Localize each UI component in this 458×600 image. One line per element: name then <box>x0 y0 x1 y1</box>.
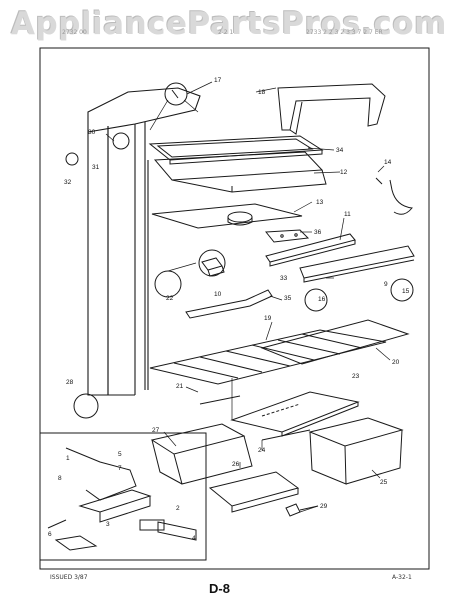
callout-labels: 1234567891011121314151617181920212223242… <box>48 77 410 542</box>
clip-10 <box>201 257 225 277</box>
callout-label-36: 36 <box>314 229 322 236</box>
detail-circle-16 <box>304 288 328 312</box>
crisper-support-35 <box>185 289 273 319</box>
callout-label-20: 20 <box>392 359 400 366</box>
callout-label-33: 33 <box>280 275 288 282</box>
detail-circle-22 <box>154 270 182 298</box>
wire-harness-14 <box>375 177 413 215</box>
callout-label-14: 14 <box>384 159 392 166</box>
callout-label-10: 10 <box>214 291 222 298</box>
issued-date: ISSUED 3/87 <box>50 574 88 581</box>
callout-label-1: 1 <box>66 455 70 462</box>
callout-label-21: 21 <box>176 383 184 390</box>
ice-scoop-29 <box>285 503 319 517</box>
callout-label-4: 4 <box>192 535 196 542</box>
callout-label-18: 18 <box>258 89 266 96</box>
callout-label-5: 5 <box>118 451 122 458</box>
wire-shelf-20 <box>260 319 410 365</box>
header-mid-code: 2 2 1 <box>218 29 234 36</box>
callout-label-16: 16 <box>318 296 326 303</box>
wire-shelf-19 <box>149 329 387 385</box>
divider-panel-13 <box>151 203 303 229</box>
detail-circle-15 <box>390 278 414 302</box>
door-bin-27 <box>150 423 253 485</box>
page-number: D-8 <box>209 581 230 596</box>
shelf-trim-21 <box>199 395 241 405</box>
watermark: AppliancePartsPros.com <box>11 6 447 42</box>
detail-circle-30 <box>112 132 130 150</box>
callout-label-6: 6 <box>48 531 52 538</box>
callout-label-32: 32 <box>64 179 72 186</box>
freezer-shelf-34 <box>148 135 324 165</box>
callout-label-22: 22 <box>166 295 174 302</box>
callout-label-34: 34 <box>336 147 344 154</box>
callout-label-31: 31 <box>92 164 100 171</box>
callout-label-26: 26 <box>232 461 240 468</box>
callout-label-19: 19 <box>264 315 272 322</box>
callout-label-29: 29 <box>320 503 328 510</box>
shelf-rail-11 <box>265 233 356 267</box>
glass-shelf-23 <box>230 391 360 437</box>
refrigerator-cabinet <box>87 87 201 396</box>
callout-label-3: 3 <box>106 521 110 528</box>
control-inset-box <box>39 432 207 561</box>
control-cover-18 <box>277 83 386 135</box>
ice-tray-26 <box>208 471 300 513</box>
shelf-rail-33 <box>299 245 415 283</box>
leader-lines <box>105 81 391 513</box>
callout-label-24: 24 <box>258 447 266 454</box>
diagram-frame <box>39 47 430 570</box>
detail-circle-10 <box>198 249 226 277</box>
callout-label-9: 9 <box>384 281 388 288</box>
callout-label-13: 13 <box>316 199 324 206</box>
diagram-code: A-32-1 <box>392 574 412 581</box>
callout-label-17: 17 <box>214 77 222 84</box>
callout-label-30: 30 <box>88 129 96 136</box>
callout-label-28: 28 <box>66 379 74 386</box>
bracket-36 <box>265 229 310 243</box>
crisper-drawer-25 <box>308 417 404 485</box>
header-left-code: 2732 00 <box>62 29 87 36</box>
callout-label-25: 25 <box>380 479 388 486</box>
drip-tray-12 <box>153 151 327 193</box>
detail-circle-28 <box>73 393 99 419</box>
detail-circle-17 <box>164 82 188 106</box>
callout-label-23: 23 <box>352 373 360 380</box>
callout-label-8: 8 <box>58 475 62 482</box>
callout-label-7: 7 <box>118 465 122 472</box>
detail-circle-32 <box>65 152 79 166</box>
header-right-code: 2733 2 2 3 2 3 3 7 2 7 ER <box>306 29 383 36</box>
callout-label-27: 27 <box>152 427 160 434</box>
callout-label-12: 12 <box>340 169 348 176</box>
callout-label-15: 15 <box>402 288 410 295</box>
callout-label-11: 11 <box>344 211 351 218</box>
callout-label-35: 35 <box>284 295 292 302</box>
shelf-trim-24 <box>261 429 311 441</box>
callout-label-2: 2 <box>176 505 180 512</box>
